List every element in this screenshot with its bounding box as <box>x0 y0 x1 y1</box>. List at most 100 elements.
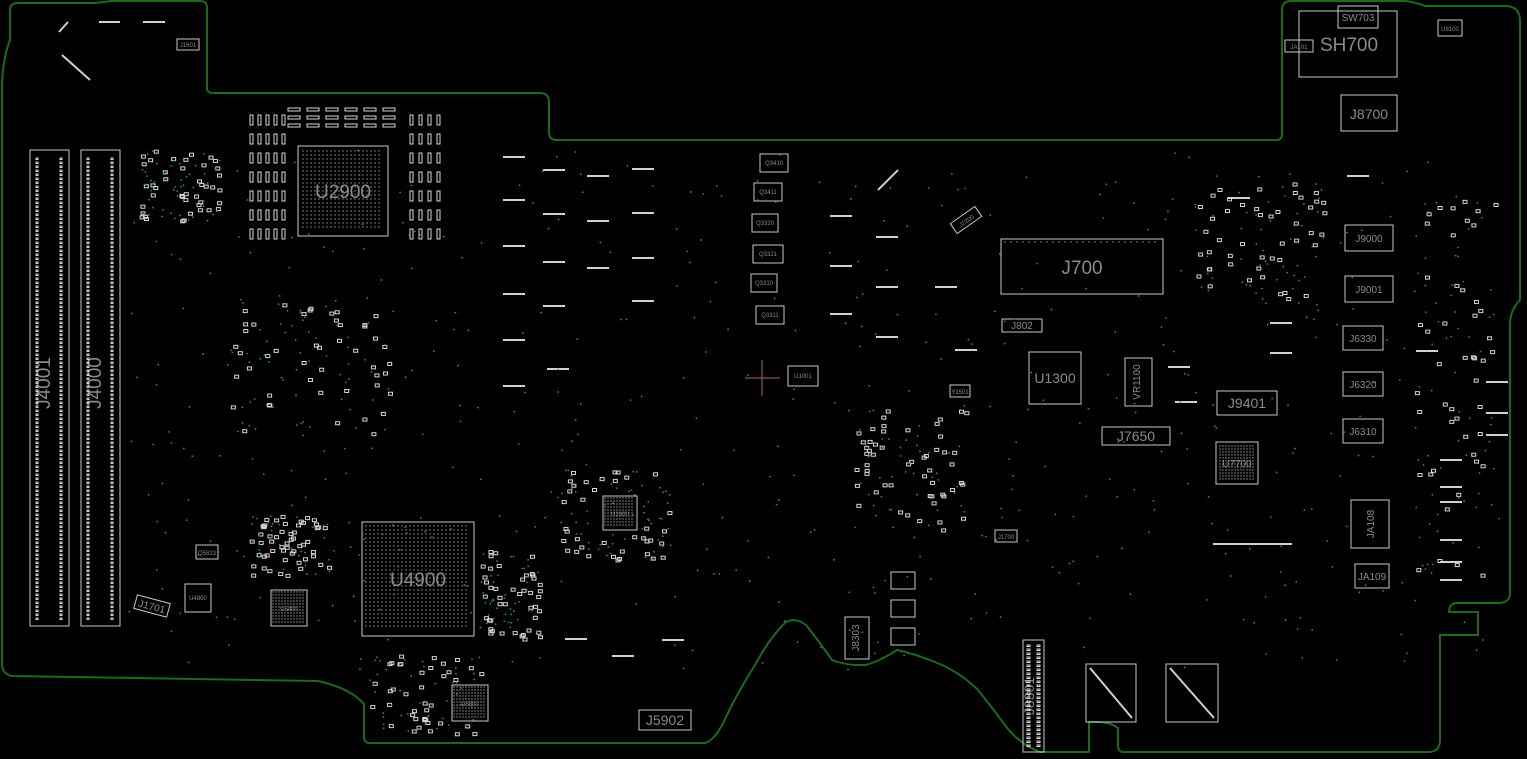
pad <box>484 616 490 621</box>
ball <box>318 222 320 224</box>
ball <box>287 618 289 620</box>
pad <box>905 428 911 433</box>
pad <box>493 551 499 556</box>
switch-sw703[interactable]: SW703 <box>1337 5 1379 29</box>
connector-j6330[interactable]: J6330 <box>1342 325 1384 351</box>
transistor-q5823[interactable]: Q5823 <box>195 544 219 560</box>
connector-j802[interactable]: J802 <box>1001 318 1043 333</box>
regulator-vr1100[interactable]: VR1100 <box>1124 357 1153 407</box>
pad <box>427 133 432 145</box>
connector-ja101[interactable]: JA101 <box>1284 39 1314 53</box>
transistor-q3310[interactable]: Q3310 <box>750 273 778 293</box>
connector-j4000[interactable]: J4000 <box>80 149 121 627</box>
ic-u4800[interactable]: U4800 <box>184 583 212 613</box>
connector-j1601[interactable]: J1601 <box>176 38 200 51</box>
pad <box>163 177 169 182</box>
via <box>323 246 325 249</box>
ic-u1300[interactable]: U1300 <box>1028 351 1082 405</box>
via <box>1381 182 1384 184</box>
pad <box>86 197 90 200</box>
via <box>1255 292 1257 295</box>
ic-u8100[interactable]: U8100 <box>1437 19 1463 37</box>
ic-u5400[interactable]: U5400 <box>270 589 308 627</box>
probe-crosshair[interactable] <box>745 360 780 396</box>
ball <box>445 569 447 571</box>
ball <box>405 621 407 623</box>
pad <box>923 453 929 458</box>
ball <box>462 704 464 706</box>
via <box>1417 272 1420 275</box>
ic-u4900[interactable]: U4900 <box>361 521 475 637</box>
pad <box>319 367 325 372</box>
connector-j8301[interactable]: J8301 <box>1021 639 1045 753</box>
transistor-q3311[interactable]: Q3311 <box>755 305 785 325</box>
ic-u1001[interactable]: U1001 <box>787 365 819 387</box>
ball <box>429 569 431 571</box>
ic-u2900[interactable]: U2900 <box>297 145 389 237</box>
connector-j4001[interactable]: J4001 <box>29 149 70 627</box>
ball <box>1118 241 1120 243</box>
via <box>170 630 173 633</box>
connector-ja109[interactable]: JA109 <box>1354 563 1390 589</box>
transistor-q3320[interactable]: Q3320 <box>751 213 779 233</box>
connector-j8700[interactable]: J8700 <box>1340 94 1398 132</box>
connector-j9401[interactable]: J9401 <box>1216 390 1278 416</box>
ic-u2800[interactable]: U2800 <box>602 495 638 531</box>
ic-u7700[interactable]: U7700 <box>1215 441 1259 485</box>
ball <box>385 597 387 599</box>
ball <box>358 182 360 184</box>
ball <box>314 202 316 204</box>
pad <box>1416 568 1422 573</box>
shield-sh700[interactable]: SH700 <box>1298 10 1398 78</box>
ball <box>405 525 407 527</box>
ball <box>421 577 423 579</box>
silk-line <box>1169 667 1215 719</box>
transistor-q3411[interactable]: Q3411 <box>753 182 783 202</box>
connector-j1701[interactable]: J1701 <box>133 594 171 618</box>
via <box>512 555 515 558</box>
via <box>714 281 717 284</box>
connector-j9001[interactable]: J9001 <box>1344 275 1394 303</box>
pad <box>59 537 63 540</box>
via <box>241 406 244 409</box>
connector-ja108[interactable]: JA108 <box>1350 499 1390 549</box>
connector-j9000[interactable]: J9000 <box>1344 224 1394 252</box>
ball <box>299 600 301 602</box>
via <box>564 469 567 472</box>
connector-j8303[interactable]: J8303 <box>844 616 870 660</box>
via <box>648 519 650 522</box>
connector-j1700[interactable]: J1700 <box>994 529 1018 543</box>
connector-j6310[interactable]: J6310 <box>1342 418 1384 444</box>
pad <box>344 388 350 393</box>
ball <box>275 600 277 602</box>
pad <box>110 217 114 220</box>
via <box>331 604 334 607</box>
j5902-label: J5902 <box>646 712 684 728</box>
via <box>669 544 672 547</box>
pad <box>1240 203 1246 208</box>
ball <box>1252 451 1254 453</box>
connector-j6320[interactable]: J6320 <box>1342 371 1384 397</box>
ball <box>318 186 320 188</box>
ball <box>613 497 615 499</box>
transistor-q3321[interactable]: Q3321 <box>752 244 784 264</box>
transistor-q3410[interactable]: Q3410 <box>759 153 789 173</box>
crystal-y1501[interactable]: Y1501 <box>949 384 971 398</box>
ic-u5800[interactable]: U5800 <box>451 684 489 722</box>
ball <box>461 573 463 575</box>
pad <box>864 451 870 456</box>
ball <box>370 202 372 204</box>
connector-j5902[interactable]: J5902 <box>638 709 692 731</box>
connector-j2200[interactable]: J2200 <box>949 205 983 235</box>
via <box>557 218 560 221</box>
ball <box>393 625 395 627</box>
connector-j7650[interactable]: J7650 <box>1101 426 1171 446</box>
j6310-label: J6310 <box>1349 427 1377 438</box>
ball <box>417 545 419 547</box>
pad <box>1277 258 1283 263</box>
connector-j700[interactable]: J700 <box>1000 238 1164 295</box>
ball <box>302 606 304 608</box>
pad <box>1210 193 1216 198</box>
